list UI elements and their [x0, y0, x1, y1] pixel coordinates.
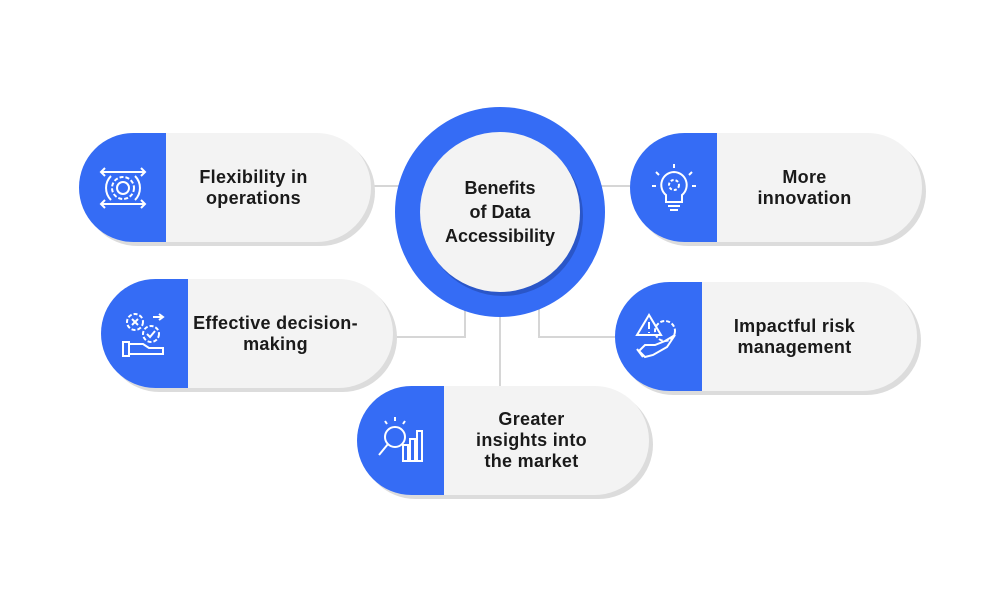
benefit-decision-making: Effective decision-making [101, 279, 393, 388]
center-title-line1: Benefits [464, 178, 536, 198]
benefit-innovation: More innovation [630, 133, 922, 242]
gear-arrows-icon [79, 133, 166, 242]
benefit-flexibility: Flexibility in operations [79, 133, 371, 242]
center-title-line2: of Data [469, 202, 531, 222]
benefit-label: More innovation [757, 166, 852, 208]
connector-decision-v [464, 300, 466, 338]
benefit-label: Greater insights into the market [476, 409, 587, 471]
connector-innovation [600, 185, 632, 187]
center-title-line3: Accessibility [444, 226, 556, 246]
connector-insights [499, 310, 501, 388]
gears-hand-icon [101, 279, 188, 388]
connector-flexibility [370, 185, 400, 187]
benefit-label: Impactful risk management [733, 315, 856, 357]
benefit-risk-management: Impactful risk management [615, 282, 917, 391]
benefit-label: Effective decision-making [193, 312, 358, 354]
benefit-label: Flexibility in operations [199, 166, 308, 208]
bulb-search-chart-icon [357, 386, 444, 495]
connector-decision-h [390, 336, 466, 338]
benefit-market-insights: Greater insights into the market [357, 386, 649, 495]
warning-gear-hand-icon [615, 282, 702, 391]
connector-risk-h [538, 336, 618, 338]
lightbulb-gear-icon [630, 133, 717, 242]
connector-risk-v [538, 300, 540, 338]
